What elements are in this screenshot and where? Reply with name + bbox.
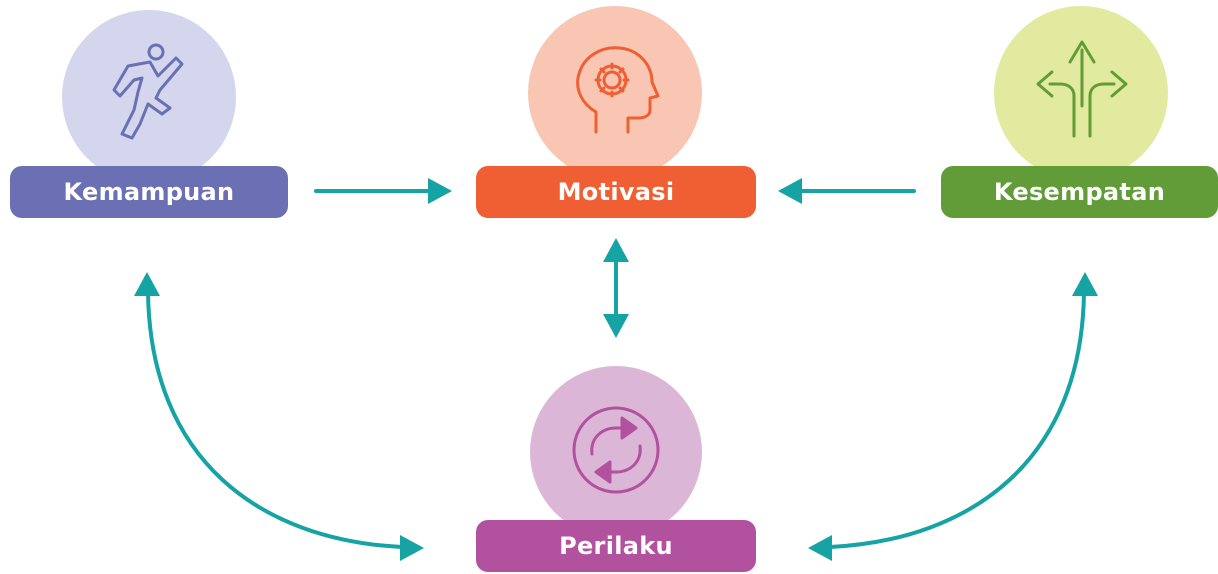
arrow-kemampuan-perilaku [146, 290, 404, 549]
motivasi-label: Motivasi [476, 166, 756, 218]
split-arrows-icon [1036, 40, 1128, 138]
arrowhead-left-bottom [808, 535, 832, 561]
arrowhead-up-right [1072, 272, 1098, 296]
perilaku-circle [530, 366, 702, 538]
refresh-cycle-icon [572, 406, 660, 494]
running-person-icon [112, 43, 184, 140]
arrow-kesempatan-perilaku [828, 290, 1086, 549]
arrowhead-left [778, 178, 802, 204]
arrowhead-right [428, 178, 452, 204]
kemampuan-label: Kemampuan [10, 166, 288, 218]
arrowhead-down [603, 314, 629, 338]
arrowhead-up-left [134, 272, 160, 296]
arrowhead-right-bottom [400, 535, 424, 561]
head-gear-icon [576, 46, 660, 134]
kemampuan-circle [62, 10, 236, 184]
perilaku-label: Perilaku [476, 520, 756, 572]
kesempatan-label: Kesempatan [941, 166, 1218, 218]
arrowhead-up [603, 238, 629, 262]
